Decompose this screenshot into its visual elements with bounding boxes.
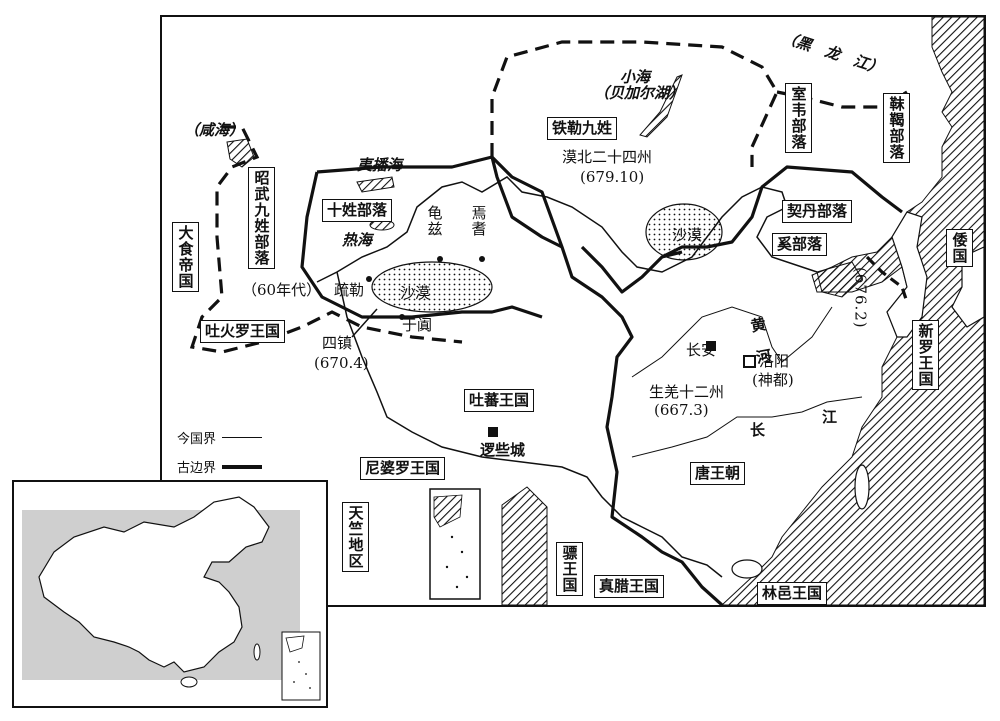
label-dashi: 大食帝国 — [172, 222, 199, 292]
luoxie-marker — [488, 427, 498, 437]
locator-map — [22, 496, 321, 701]
label-shengqiang-date: (667.3) — [654, 401, 709, 419]
label-luoyang: 洛阳 — [759, 352, 790, 370]
label-shixing: 十姓部落 — [322, 199, 393, 222]
label-shamo-w: 沙漠 — [400, 284, 431, 302]
label-mobei: 漠北二十四州 — [562, 148, 653, 166]
taiwan-island — [854, 464, 870, 510]
korea-land — [886, 211, 928, 338]
label-tiele: 铁勒九姓 — [547, 117, 618, 140]
legend-modern: 今国界 — [177, 428, 263, 447]
label-tang: 唐王朝 — [690, 462, 746, 485]
label-yibohai: 夷播海 — [357, 156, 403, 174]
label-xi: 奚部落 — [772, 233, 828, 256]
label-shule: 疏勒 — [334, 281, 365, 299]
ancient-border-dashed-korea — [865, 255, 909, 303]
label-tuhuoluo: 吐火罗王国 — [200, 320, 286, 343]
label-xianhai: （咸海） — [184, 121, 245, 139]
label-mohe: 靺鞨部落 — [883, 93, 910, 163]
label-sixties: （60年代） — [242, 281, 322, 299]
hainan-island — [731, 559, 763, 579]
japan-land — [951, 246, 984, 328]
label-sizhen-date: (670.4) — [314, 354, 369, 372]
label-qidan: 契丹部落 — [782, 200, 853, 223]
shule-dot — [366, 276, 372, 282]
label-shamo-e: 沙漠 — [672, 226, 703, 244]
label-rehai: 热海 — [342, 231, 373, 249]
changan-marker — [706, 341, 716, 351]
label-piao: 骠王国 — [556, 542, 583, 596]
label-zhaowu: 昭武九姓部落 — [248, 167, 275, 269]
legend-modern-label: 今国界 — [177, 432, 217, 447]
yellow-river — [631, 306, 833, 378]
baikal-lake — [639, 74, 683, 138]
sizhen-arrow — [351, 308, 378, 338]
yutian-dot — [399, 314, 405, 320]
bengal-sea — [501, 486, 548, 605]
aral-sea — [226, 138, 255, 168]
label-changjiang-jiang: 江 — [822, 408, 838, 426]
yangtze-river — [631, 396, 863, 458]
label-yanqi: 焉耆 — [469, 205, 488, 237]
label-korea-date: (676.2) — [851, 267, 870, 329]
inset-taiwan — [253, 643, 261, 661]
luoyang-marker — [743, 355, 756, 368]
label-luoxie: 逻些城 — [480, 441, 526, 459]
locator-inset — [12, 480, 328, 708]
label-changan: 长安 — [686, 341, 717, 359]
label-shengqiang: 生羌十二州 — [649, 383, 725, 401]
map-drawing — [189, 17, 984, 605]
label-tianzhu: 天竺地区 — [342, 502, 369, 572]
ancient-border-solid — [300, 155, 903, 605]
label-zhenla: 真腊王国 — [594, 575, 665, 598]
legend-ancient-line — [222, 464, 263, 469]
taklamakan-desert — [371, 261, 493, 313]
label-baikal: （贝加尔湖） — [594, 84, 685, 102]
legend-ancient-label: 古边界 — [177, 461, 217, 476]
modern-border — [316, 176, 818, 578]
inset-south-sea-box — [281, 631, 321, 701]
legend-modern-line — [222, 437, 263, 438]
label-changjiang-chang: 长 — [750, 421, 766, 439]
east-sea — [721, 17, 984, 605]
label-tubo: 吐蕃王国 — [464, 389, 535, 412]
label-sizhen: 四镇 — [322, 334, 353, 352]
issyk-lake — [369, 219, 395, 231]
bohai-sea — [816, 261, 863, 298]
label-shendu: (神都) — [752, 371, 794, 389]
label-xinluo: 新罗王国 — [912, 320, 939, 390]
balkhash-lake — [356, 176, 395, 193]
label-shiwei: 室韦部落 — [785, 83, 812, 153]
label-mobei-date: (679.10) — [580, 168, 645, 186]
inset-hainan — [180, 676, 198, 688]
label-yutian: 于阗 — [402, 316, 433, 334]
legend-ancient: 古边界 — [177, 457, 263, 476]
label-qiuci: 龟兹 — [425, 205, 444, 237]
label-wa: 倭国 — [946, 229, 973, 267]
legend: 今国界 古边界 — [177, 428, 263, 486]
label-linyi: 林邑王国 — [757, 582, 828, 605]
label-xiaohai: 小海 — [620, 68, 651, 86]
china-outline — [38, 496, 270, 673]
label-nipoluo: 尼婆罗王国 — [360, 457, 446, 480]
qiuci-dot — [437, 256, 443, 262]
yanqi-dot — [479, 256, 485, 262]
